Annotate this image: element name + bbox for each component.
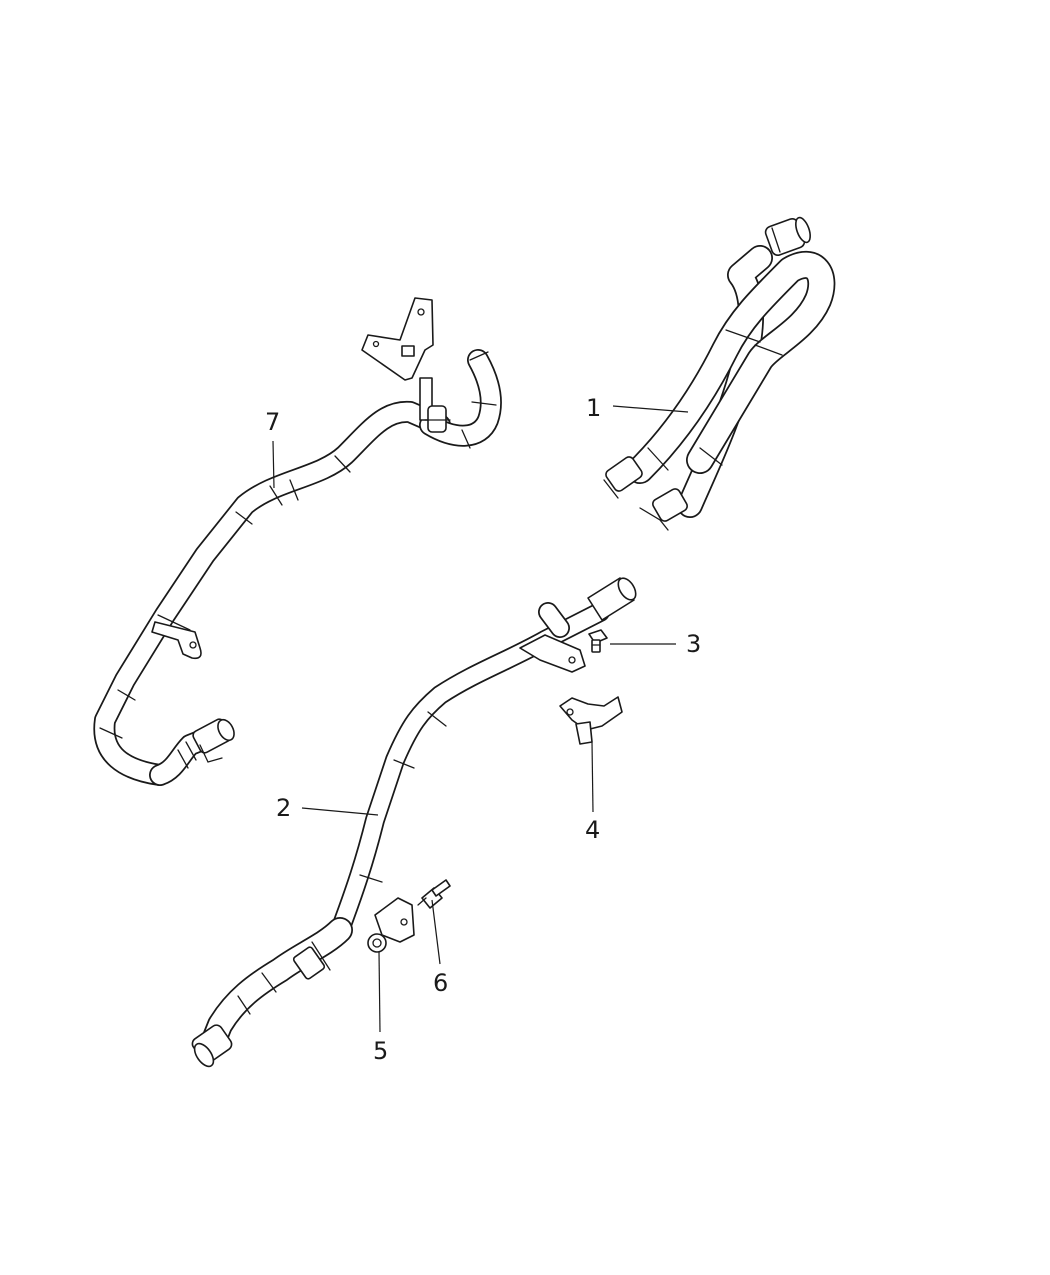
callout-6: 6 [433,969,448,997]
leader-line-1 [612,405,689,413]
part-1-heater-hose-pair [603,216,836,531]
part-7-hose-assembly [93,297,502,786]
callout-5: 5 [373,1037,388,1065]
part-2-upper-bracket [519,634,586,673]
leader-line-2 [301,807,379,816]
part-7-mounting-clip [151,614,202,660]
part-7-upper-connector [424,405,451,433]
leader-line-6 [431,899,441,965]
part-1-top-connector [764,216,811,257]
part-2-top-pipe-end [587,577,637,621]
part-3-bolt [588,629,608,653]
part-1-bottom-connector-left [603,456,643,499]
part-4-bracket [559,696,623,745]
part-2-bottom-connector [191,1024,233,1068]
callout-2: 2 [276,794,291,822]
callout-3: 3 [686,630,701,658]
part-7-lower-connector [177,718,235,769]
part-2-hose-clamp [292,941,331,980]
leader-line-7 [272,440,275,489]
part-2-hose-assembly [191,577,637,1068]
callout-7: 7 [265,408,280,436]
part-6-stud [417,879,451,909]
part-7-upper-bracket [361,297,434,421]
callout-4: 4 [585,816,600,844]
leader-line-5 [378,951,381,1033]
part-5-nut [367,933,387,953]
part-1-bottom-connector-right [639,488,688,531]
callout-1: 1 [586,394,601,422]
leader-line-4 [591,741,594,813]
